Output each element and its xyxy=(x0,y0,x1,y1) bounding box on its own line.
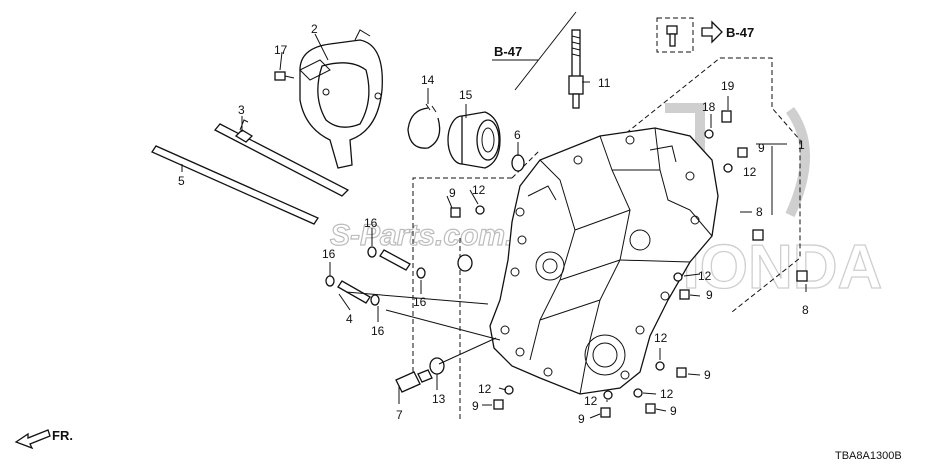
washer-13 xyxy=(429,357,445,375)
callout-6: 6 xyxy=(514,128,521,142)
callout-12: 12 xyxy=(584,394,598,408)
reference-label: B-47 xyxy=(726,25,754,40)
callout-12: 12 xyxy=(698,269,712,283)
pipe-5 xyxy=(151,145,319,225)
reference-b47-top: B-47 xyxy=(492,44,538,61)
assembly-outlines xyxy=(412,17,801,422)
callout-9: 9 xyxy=(449,186,456,200)
callout-12: 12 xyxy=(472,183,486,197)
front-label: FR. xyxy=(52,428,73,443)
callout-15: 15 xyxy=(459,88,473,102)
callout-9: 9 xyxy=(704,368,711,382)
diagram-code: TBA8A1300B xyxy=(835,450,902,462)
seal-6 xyxy=(457,154,525,272)
callout-9: 9 xyxy=(578,412,585,426)
callouts: 1 2 3 4 5 6 7 8 8 9 9 9 9 9 9 9 11 12 12… xyxy=(178,22,809,426)
watermark: HONDA S-Parts.com.ua xyxy=(329,103,883,303)
front-arrow: FR. xyxy=(14,428,73,450)
callout-4: 4 xyxy=(346,312,353,326)
callout-16: 16 xyxy=(364,216,378,230)
callout-12: 12 xyxy=(654,331,668,345)
leader-lines xyxy=(181,11,807,419)
reference-label: B-47 xyxy=(494,44,522,59)
pipe-4-group xyxy=(325,246,426,306)
callout-18: 18 xyxy=(702,100,716,114)
callout-8: 8 xyxy=(756,205,763,219)
pipe-3 xyxy=(213,119,350,197)
stud-11 xyxy=(568,29,584,109)
callout-13: 13 xyxy=(432,392,446,406)
callout-9: 9 xyxy=(706,288,713,302)
callout-11: 11 xyxy=(598,76,611,90)
callout-14: 14 xyxy=(421,73,435,87)
baffle-plate xyxy=(299,29,383,169)
callout-16: 16 xyxy=(322,247,336,261)
bearing-15 xyxy=(447,111,501,169)
transmission-case xyxy=(489,127,719,395)
callout-3: 3 xyxy=(238,103,245,117)
callout-7: 7 xyxy=(396,408,403,422)
callout-2: 2 xyxy=(311,22,318,36)
callout-8: 8 xyxy=(802,303,809,317)
callout-12: 12 xyxy=(478,382,492,396)
callout-9: 9 xyxy=(472,399,479,413)
callout-1: 1 xyxy=(798,138,805,152)
snap-ring-14 xyxy=(407,103,441,149)
sensor-7 xyxy=(395,369,433,393)
callout-5: 5 xyxy=(178,174,185,188)
callout-19: 19 xyxy=(721,79,735,93)
bolt-17 xyxy=(274,71,295,81)
callout-17: 17 xyxy=(274,43,288,57)
callout-9: 9 xyxy=(670,404,677,418)
callout-12: 12 xyxy=(660,387,674,401)
callout-16: 16 xyxy=(413,295,427,309)
callout-12: 12 xyxy=(743,165,757,179)
bolts-and-washers xyxy=(450,25,808,418)
callout-9: 9 xyxy=(758,141,765,155)
callout-16: 16 xyxy=(371,324,385,338)
reference-b47-right: B-47 xyxy=(701,20,754,44)
